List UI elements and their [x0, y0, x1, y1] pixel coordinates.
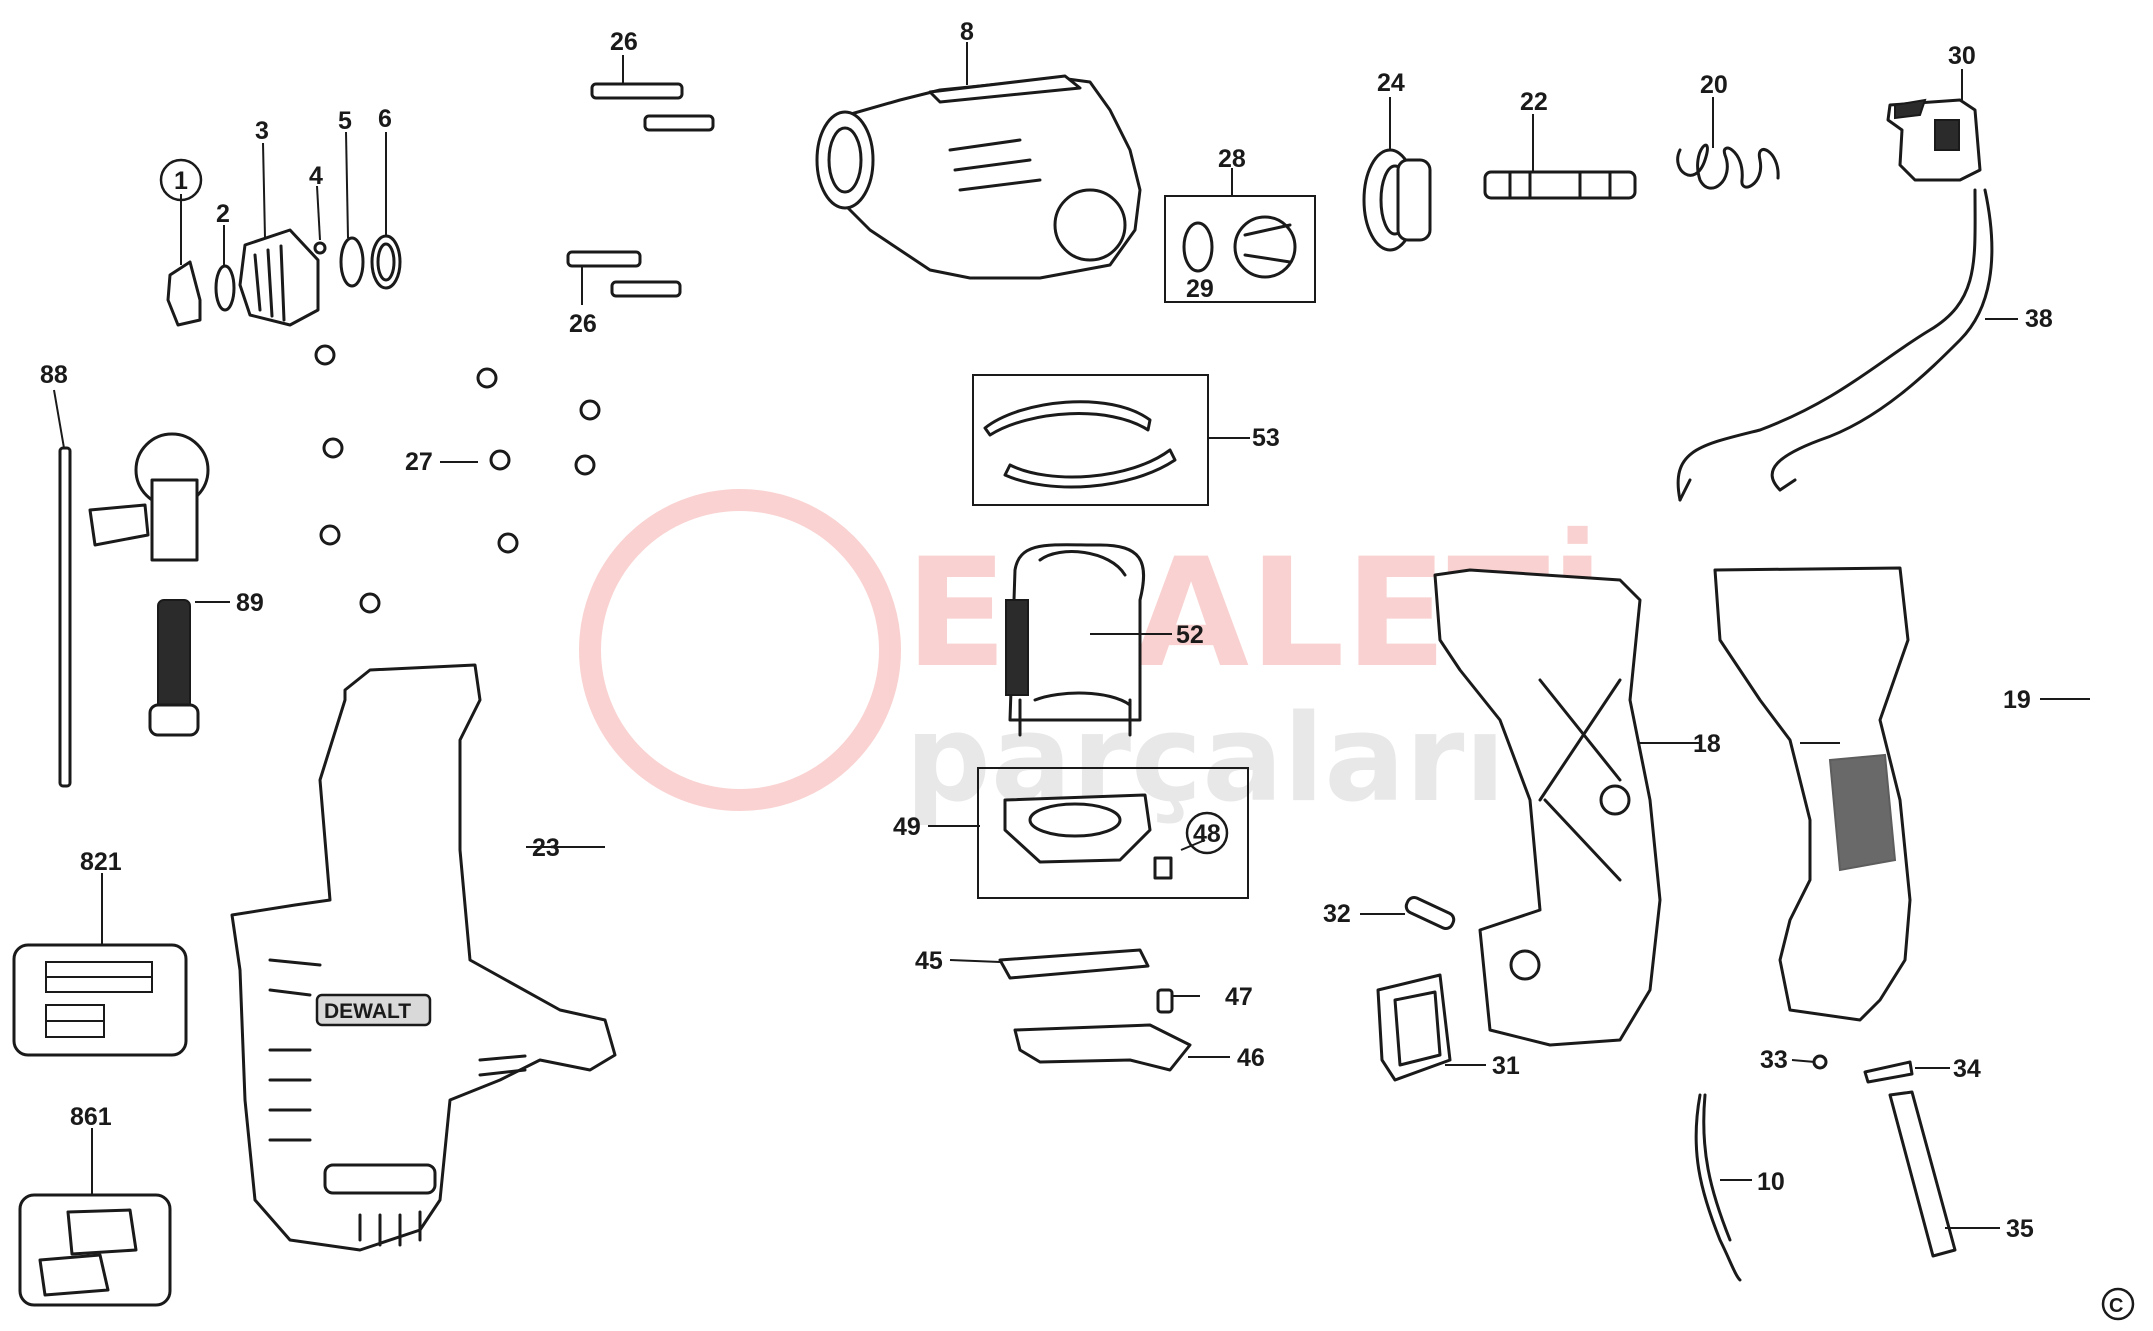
- label-3: 3: [255, 117, 269, 145]
- label-32: 32: [1323, 900, 1351, 928]
- part-46: [1013, 1023, 1192, 1072]
- part-45: [998, 948, 1150, 980]
- label-33: 33: [1760, 1046, 1788, 1074]
- part-1-sleeve: [166, 260, 202, 327]
- label-48: 48: [1193, 820, 1221, 848]
- brand-logo: DEWALT: [324, 1000, 411, 1023]
- label-6: 6: [378, 105, 392, 133]
- part-20-spring: [1676, 143, 1780, 190]
- parts-45-46-47: [998, 948, 1192, 1072]
- circle-48-icon: [1185, 811, 1229, 855]
- label-10: 10: [1757, 1168, 1785, 1196]
- label-30: 30: [1948, 42, 1976, 70]
- label-27: 27: [405, 448, 433, 476]
- label-45: 45: [915, 947, 943, 975]
- part-3-chuck-body: [238, 228, 320, 327]
- circle-1-icon: [159, 158, 203, 202]
- label-34: 34: [1953, 1055, 1981, 1083]
- part-labels: 1 2 3 4 5 6 8 10 18 19 20 22 23 24 26 26…: [40, 18, 2053, 1243]
- label-26a: 26: [610, 28, 638, 56]
- part-10-cable: [1694, 1093, 1742, 1282]
- part-28-selector-box: [1164, 195, 1316, 303]
- watermark-line2: parçaları: [905, 690, 1506, 829]
- label-8: 8: [960, 18, 974, 46]
- leader-lines: [53, 42, 2090, 1229]
- part-28-knob: [1233, 215, 1297, 279]
- label-29: 29: [1186, 275, 1214, 303]
- label-35: 35: [2006, 1215, 2034, 1243]
- label-19: 19: [2003, 686, 2031, 714]
- parts-33-34-clamp: [1812, 1054, 1914, 1084]
- label-53: 53: [1252, 424, 1280, 452]
- label-821: 821: [80, 848, 122, 876]
- part-18-housing-other-half: [1713, 566, 1912, 1022]
- label-4: 4: [309, 162, 323, 190]
- part-821-label-card: [12, 943, 188, 1057]
- copyright-icon: C: [2101, 1287, 2135, 1321]
- part-32-pin: [1404, 895, 1456, 931]
- label-49: 49: [893, 813, 921, 841]
- label-22: 22: [1520, 88, 1548, 116]
- bolts-26: [566, 82, 715, 298]
- chuck-parts-group: [166, 228, 402, 327]
- part-52-stator: [1005, 543, 1146, 737]
- part-53-brush-ring-box: [972, 374, 1209, 506]
- label-1: 1: [174, 167, 188, 195]
- part-47: [1156, 988, 1174, 1014]
- label-52: 52: [1176, 621, 1204, 649]
- label-89: 89: [236, 589, 264, 617]
- screws-27: [314, 344, 601, 614]
- part-89-side-handle: [88, 432, 210, 737]
- part-88-depth-rod: [58, 446, 72, 788]
- label-5: 5: [338, 107, 352, 135]
- part-2-ring: [214, 264, 236, 312]
- part-18-housing-half: [1433, 568, 1662, 1047]
- part-861-carry-case: [18, 1193, 172, 1307]
- label-24: 24: [1377, 69, 1405, 97]
- label-31: 31: [1492, 1052, 1520, 1080]
- part-49-brush-holder-box: [977, 767, 1249, 899]
- part-24-bearing-seal: [1362, 148, 1432, 252]
- part-31-cable-guard: [1376, 973, 1452, 1082]
- part-48-brush: [1153, 856, 1173, 880]
- part-23-field-housing: DEWALT: [230, 663, 617, 1252]
- label-18: 18: [1693, 730, 1721, 758]
- label-88: 88: [40, 361, 68, 389]
- label-26b: 26: [569, 310, 597, 338]
- part-35-cord-guard: [1888, 1090, 1957, 1258]
- label-861: 861: [70, 1103, 112, 1131]
- label-20: 20: [1700, 71, 1728, 99]
- part-38-wires: [1676, 188, 1994, 502]
- part-5-washer: [339, 236, 365, 288]
- label-38: 38: [2025, 305, 2053, 333]
- part-30-switch: [1886, 98, 1982, 182]
- part-29-o-ring: [1182, 221, 1214, 273]
- label-23: 23: [532, 834, 560, 862]
- label-47: 47: [1225, 983, 1253, 1011]
- part-22-intermediate-shaft: [1483, 170, 1637, 200]
- label-2: 2: [216, 200, 230, 228]
- copyright-text: C: [2109, 1295, 2123, 1317]
- part-8-gear-housing: [815, 74, 1142, 280]
- part-4-ball: [313, 241, 327, 255]
- label-28: 28: [1218, 145, 1246, 173]
- label-46: 46: [1237, 1044, 1265, 1072]
